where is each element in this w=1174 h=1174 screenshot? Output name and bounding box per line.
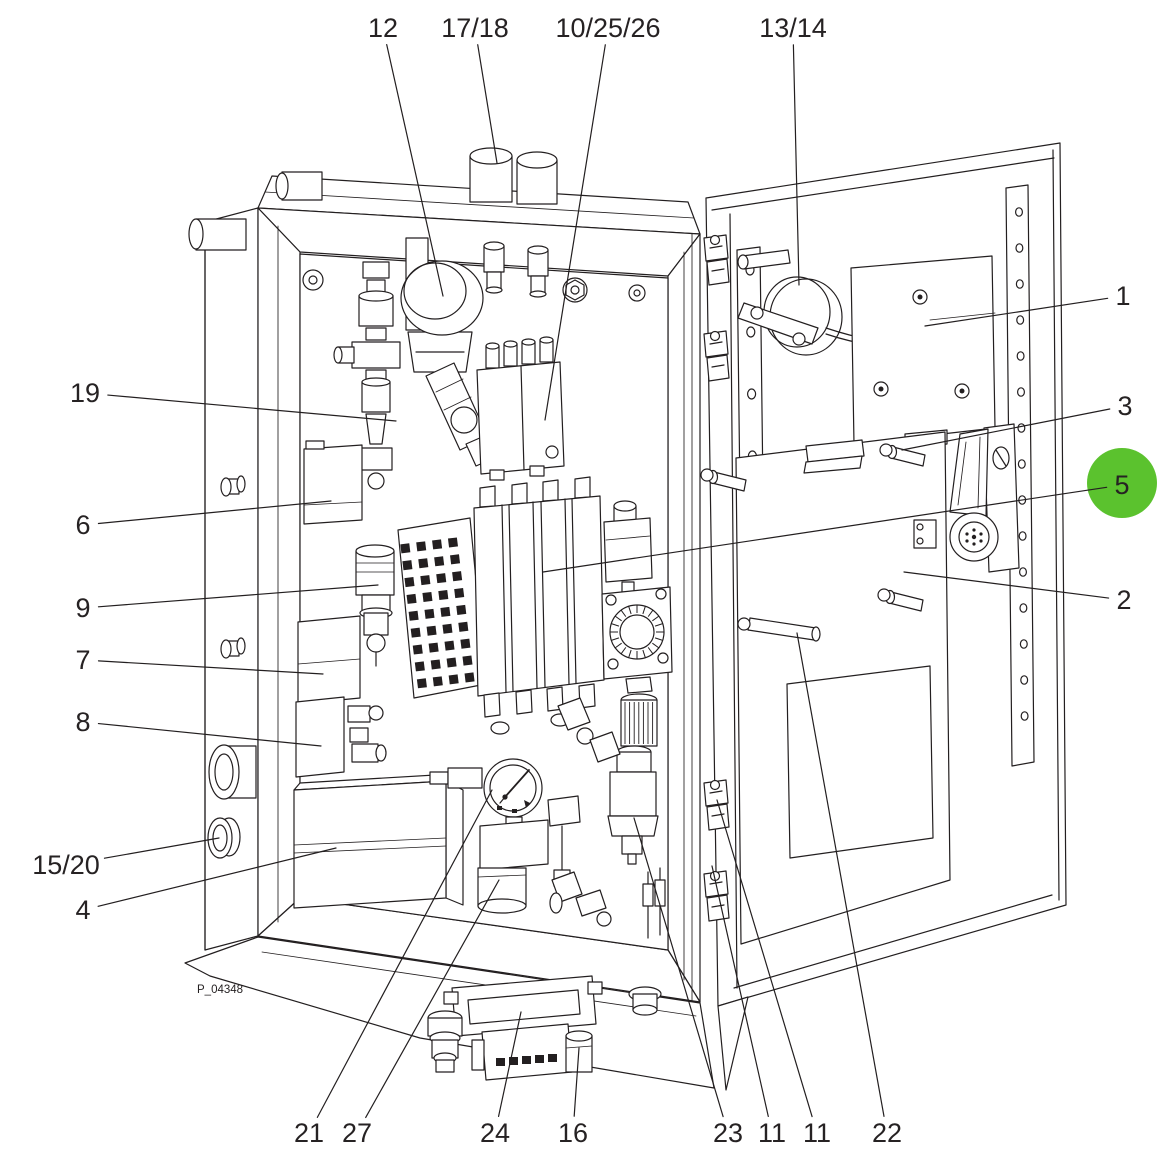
callout-2-label: 2: [1116, 585, 1131, 615]
callout-3-leader: [901, 408, 1111, 451]
door-hinge: [703, 234, 730, 286]
filter-regulator-group: [601, 500, 673, 936]
callout-11b-leader: [716, 799, 813, 1118]
callout-27-leader: [365, 879, 500, 1119]
lower-block: [297, 615, 361, 705]
callout-10-25-26-label: 10/25/26: [555, 13, 660, 43]
callout-12-leader: [386, 43, 444, 297]
callout-17-18-leader: [477, 44, 498, 164]
callout-6-leader: [97, 500, 332, 525]
sampling-device: [737, 249, 873, 356]
callout-7-leader: [97, 660, 324, 675]
callout-10-25-26-leader: [544, 44, 606, 421]
callout-22-leader: [796, 632, 885, 1117]
bottom-left-module: [293, 773, 464, 909]
callout-21-leader: [316, 789, 493, 1118]
callout-8-leader: [97, 722, 322, 747]
callout-3-label: 3: [1117, 391, 1132, 421]
door-lock: [913, 423, 1020, 573]
elbow-fittings: [549, 697, 654, 939]
callout-12-label: 12: [368, 13, 398, 43]
terminal-connector: [471, 1023, 573, 1081]
callout-21-label: 21: [294, 1118, 324, 1148]
tube-fitting-chain: [333, 261, 401, 490]
callout-24-leader: [497, 1011, 522, 1118]
callout-15-20-leader: [103, 837, 220, 859]
callout-4-leader: [97, 847, 337, 907]
callout-23-label: 23: [713, 1118, 743, 1148]
retainer-clip: [220, 637, 246, 659]
callout-19-label: 19: [70, 378, 100, 408]
cabinet-door: [700, 142, 1067, 1091]
callout-4-label: 4: [75, 895, 90, 925]
figure-code: P_04348: [197, 984, 243, 996]
callout-6-label: 6: [75, 510, 90, 540]
door-rail-right: [1005, 184, 1035, 767]
callout-16-leader: [573, 1047, 580, 1117]
callout-layer: 12 17/18 10/25/26 13/14 1 3 5 2 19 6 9 7 8 15/20 4 21 27…: [32, 13, 1157, 1148]
callout-5-leader: [542, 486, 1108, 573]
callout-13-14-leader: [792, 44, 800, 286]
bottom-gland-assembly: [427, 975, 662, 1081]
callout-1-label: 1: [1115, 281, 1130, 311]
callout-11a-leader: [711, 865, 769, 1118]
solenoid-valve-block: [476, 336, 565, 481]
small-block: [295, 696, 387, 778]
pneumatic-fittings-top: [483, 241, 588, 303]
callout-27-label: 27: [342, 1118, 372, 1148]
interior-assembly: [293, 237, 673, 951]
callout-13-14-label: 13/14: [759, 13, 827, 43]
retainer-clip: [220, 475, 246, 497]
gland-flange: [207, 817, 241, 859]
cable-gland: [427, 1010, 463, 1073]
callout-5-label: 5: [1114, 470, 1129, 500]
callout-15-20-label: 15/20: [32, 850, 100, 880]
callout-19-leader: [107, 394, 397, 422]
wall-fittings: [188, 218, 257, 859]
pressure-gauge-assembly: [429, 758, 581, 914]
callout-9-label: 9: [75, 593, 90, 623]
membrane-module-stack: [473, 476, 605, 735]
callout-17-18-label: 17/18: [441, 13, 509, 43]
callout-9-leader: [97, 584, 379, 608]
callout-22-label: 22: [872, 1118, 902, 1148]
door-mounting-plate: [850, 255, 996, 449]
callout-11a-label: 11: [758, 1118, 786, 1148]
callout-23-leader: [633, 817, 724, 1118]
relay-block: [303, 440, 363, 525]
callout-7-label: 7: [75, 645, 90, 675]
callout-24-label: 24: [480, 1118, 510, 1148]
air-cartridges-top: [275, 147, 558, 205]
terminal-strip: [397, 517, 487, 699]
pressure-transmitter: [609, 771, 657, 817]
highlight-circle-5: [1087, 448, 1157, 518]
door-sub-panel: [735, 431, 951, 945]
vent-cap: [628, 986, 662, 1016]
side-port: [208, 744, 257, 800]
callout-16-label: 16: [558, 1118, 588, 1148]
callout-8-label: 8: [75, 707, 90, 737]
door-hinge: [703, 870, 730, 922]
callout-1-leader: [924, 297, 1109, 327]
door-hinge: [703, 779, 730, 831]
door-hinge: [703, 330, 730, 382]
callout-2-leader: [903, 571, 1110, 599]
callout-11b-label: 11: [803, 1118, 831, 1148]
process-valve: [355, 544, 395, 667]
